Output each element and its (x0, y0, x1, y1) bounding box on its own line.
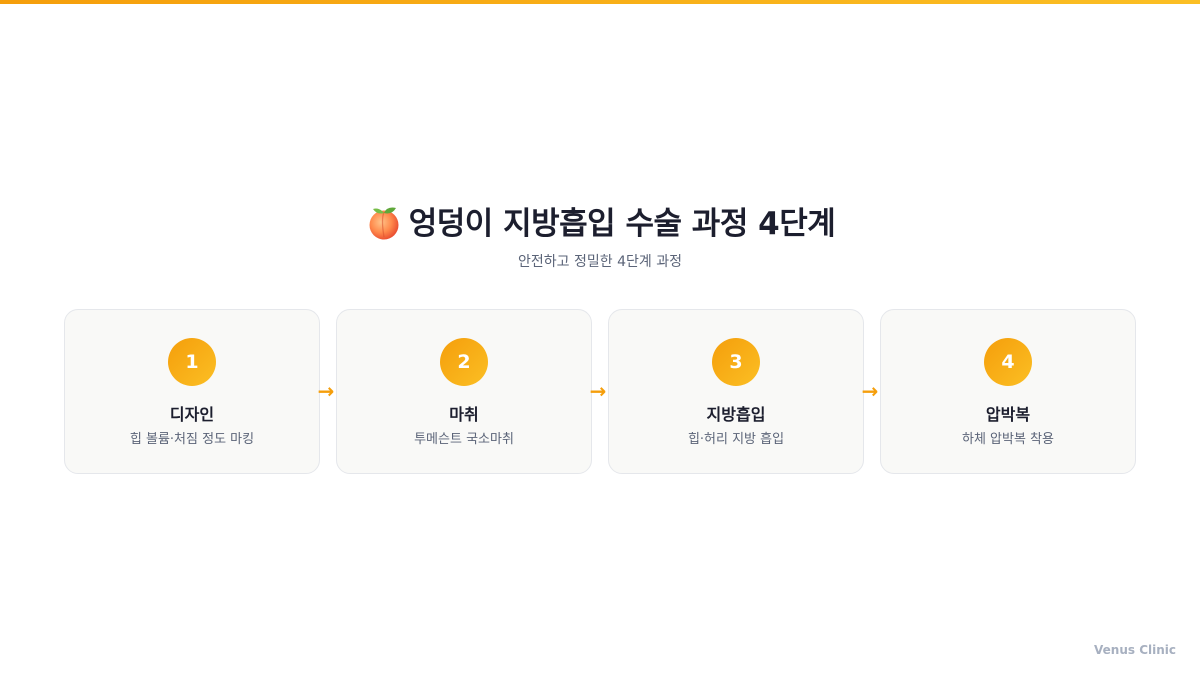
step-number-badge: 1 (168, 338, 216, 386)
page-title: 엉덩이 지방흡입 수술 과정 4단계 (0, 198, 1200, 243)
step-card-4: 4 압박복 하체 압박복 착용 (880, 309, 1136, 474)
page-subtitle: 안전하고 정밀한 4단계 과정 (518, 254, 682, 270)
top-accent-bar (0, 0, 1200, 4)
step-description: 힙 볼륨·처짐 정도 마킹 (129, 432, 255, 447)
step-description: 힙·허리 지방 흡입 (687, 432, 785, 447)
step-card-3: 3 지방흡입 힙·허리 지방 흡입 (608, 309, 864, 474)
peach-icon (365, 203, 403, 241)
brand-label: Venus Clinic (1094, 643, 1176, 657)
step-card-1: 1 디자인 힙 볼륨·처짐 정도 마킹 (64, 309, 320, 474)
arrow-right-icon: → (861, 379, 879, 403)
step-number-badge: 2 (440, 338, 488, 386)
step-title: 디자인 (169, 405, 215, 424)
step-title: 압박복 (985, 405, 1031, 424)
step-number-badge: 4 (984, 338, 1032, 386)
step-title: 지방흡입 (706, 405, 766, 424)
page-title-text: 엉덩이 지방흡입 수술 과정 4단계 (408, 206, 836, 242)
step-title: 마취 (449, 405, 479, 424)
step-card-2: 2 마취 투메슨트 국소마취 (336, 309, 592, 474)
step-number-badge: 3 (712, 338, 760, 386)
arrow-right-icon: → (317, 379, 335, 403)
arrow-right-icon: → (589, 379, 607, 403)
step-description: 투메슨트 국소마취 (414, 432, 514, 447)
step-description: 하체 압박복 착용 (962, 432, 1054, 447)
